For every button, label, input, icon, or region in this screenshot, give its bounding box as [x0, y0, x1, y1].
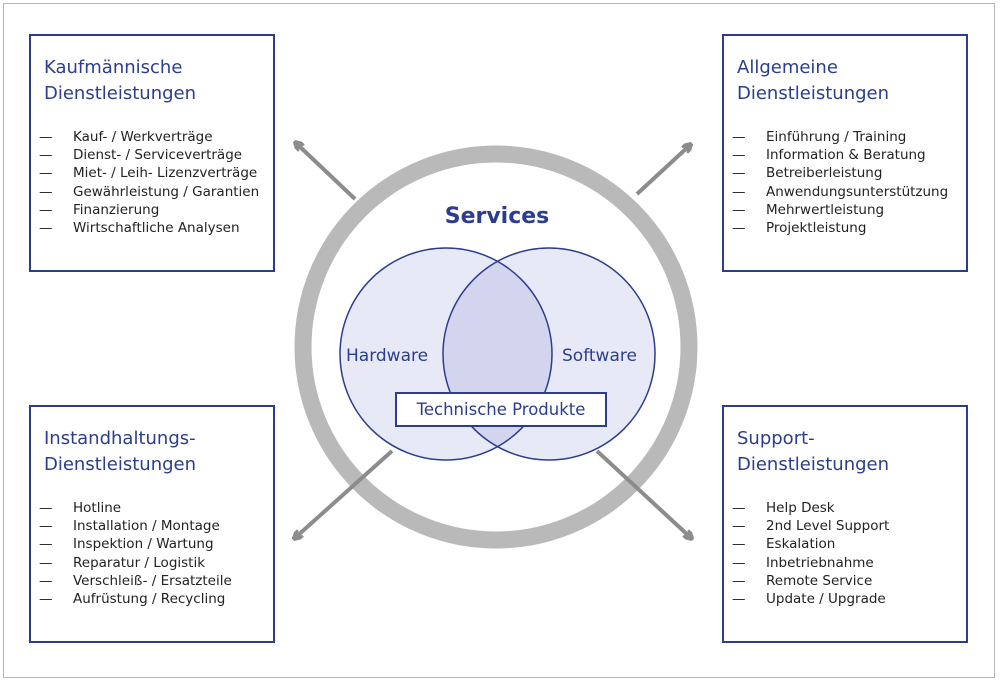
general-services-title: Allgemeine Dienstleistungen: [737, 57, 890, 104]
list-item-text: Miet- / Leih- Lizenzverträge: [73, 165, 258, 182]
list-item: — Dienst- / Serviceverträge: [39, 146, 259, 164]
list-dash: —: [39, 591, 53, 608]
list-dash: —: [39, 536, 53, 553]
list-item-text: Anwendungsunterstützung: [766, 183, 949, 200]
list-dash: —: [39, 165, 53, 182]
list-item: — Remote Service: [732, 572, 889, 590]
list-item: — Reparatur / Logistik: [39, 554, 232, 572]
list-item-text: Verschleiß- / Ersatzteile: [73, 572, 232, 589]
list-item: — 2nd Level Support: [732, 517, 889, 535]
commercial-services-list: — Kauf- / Werkverträge — Dienst- / Servicev…: [39, 128, 259, 237]
list-item-text: Update / Upgrade: [766, 591, 886, 608]
list-item: — Inbetriebnahme: [732, 554, 889, 572]
list-dash: —: [732, 500, 746, 516]
list-item-text: Dienst- / Serviceverträge: [73, 147, 243, 164]
general-services-box: Allgemeine Dienstleistungen — Einführung …: [722, 34, 968, 272]
list-item: — Einführung / Training: [732, 128, 948, 146]
list-item-text: Inbetriebnahme: [766, 554, 874, 571]
list-item: — Mehrwertleistung: [732, 201, 948, 219]
arrow-bottom-right: [595, 449, 690, 537]
list-dash: —: [39, 500, 53, 516]
arrow-top-left: [297, 144, 357, 201]
list-dash: —: [732, 572, 746, 589]
list-item: — Eskalation: [732, 535, 889, 553]
list-item: — Inspektion / Wartung: [39, 535, 232, 553]
list-item: — Hotline: [39, 499, 232, 517]
list-dash: —: [732, 536, 746, 553]
list-dash: —: [732, 201, 746, 218]
technical-products-label: Technische Produkte: [416, 400, 586, 419]
list-item: — Miet- / Leih- Lizenzverträge: [39, 164, 259, 182]
list-item-text: Mehrwertleistung: [766, 201, 885, 218]
list-item: — Gewährleistung / Garantien: [39, 183, 259, 201]
list-dash: —: [39, 554, 53, 571]
list-item-text: Hotline: [73, 500, 122, 516]
list-item: — Wirtschaftliche Analysen: [39, 219, 259, 237]
list-item-text: Wirtschaftliche Analysen: [73, 220, 240, 237]
list-item: — Update / Upgrade: [732, 590, 889, 608]
list-dash: —: [39, 220, 53, 237]
list-item-text: Information & Beratung: [766, 147, 926, 164]
list-dash: —: [732, 518, 746, 535]
list-item-text: Kauf- / Werkverträge: [73, 129, 213, 145]
list-dash: —: [732, 591, 746, 608]
list-dash: —: [732, 183, 746, 200]
technical-products-box: Technische Produkte: [395, 392, 607, 427]
list-dash: —: [732, 147, 746, 164]
list-item-text: Eskalation: [766, 536, 836, 553]
list-dash: —: [39, 183, 53, 200]
list-item-text: Remote Service: [766, 572, 873, 589]
support-services-box: Support- Dienstleistungen — Help Desk — 2nd…: [722, 405, 968, 643]
list-item: — Finanzierung: [39, 201, 259, 219]
list-dash: —: [39, 201, 53, 218]
arrow-top-right: [635, 146, 689, 196]
list-item: — Help Desk: [732, 499, 889, 517]
list-item: — Kauf- / Werkverträge: [39, 128, 259, 146]
list-item: — Verschleiß- / Ersatzteile: [39, 572, 232, 590]
list-item-text: 2nd Level Support: [766, 518, 890, 535]
list-item-text: Gewährleistung / Garantien: [73, 183, 260, 200]
arrow-bottom-left: [296, 449, 394, 537]
list-item: — Anwendungsunterstützung: [732, 183, 948, 201]
list-dash: —: [732, 129, 746, 145]
maintenance-services-title: Instandhaltungs- Dienstleistungen: [44, 428, 197, 475]
support-services-title: Support- Dienstleistungen: [737, 428, 890, 475]
list-item-text: Projektleistung: [766, 220, 867, 237]
list-item: — Betreiberleistung: [732, 164, 948, 182]
list-dash: —: [39, 572, 53, 589]
list-dash: —: [732, 220, 746, 237]
list-item-text: Betreiberleistung: [766, 165, 883, 182]
list-dash: —: [732, 554, 746, 571]
hardware-circle-outline: [339, 247, 553, 461]
maintenance-services-list: — Hotline — Installation / Montage — Inspekti…: [39, 499, 232, 608]
list-item: — Aufrüstung / Recycling: [39, 590, 232, 608]
commercial-services-title: Kaufmännische Dienstleistungen: [44, 57, 197, 104]
general-services-list: — Einführung / Training — Information & Ber…: [732, 128, 948, 237]
software-label: Software: [562, 346, 637, 366]
commercial-services-box: Kaufmännische Dienstleistungen — Kauf- / …: [29, 34, 275, 272]
list-dash: —: [39, 518, 53, 535]
software-circle-outline: [442, 247, 656, 461]
services-title: Services: [444, 204, 550, 229]
list-dash: —: [39, 129, 53, 145]
list-item-text: Inspektion / Wartung: [73, 536, 214, 553]
list-item-text: Einführung / Training: [766, 129, 907, 145]
list-item-text: Aufrüstung / Recycling: [73, 591, 226, 608]
list-item-text: Finanzierung: [73, 201, 160, 218]
list-dash: —: [39, 147, 53, 164]
list-item: — Installation / Montage: [39, 517, 232, 535]
list-item-text: Help Desk: [766, 500, 835, 516]
services-ring: [294, 145, 698, 549]
list-item-text: Reparatur / Logistik: [73, 554, 206, 571]
maintenance-services-box: Instandhaltungs- Dienstleistungen — Hotli…: [29, 405, 275, 643]
list-item: — Information & Beratung: [732, 146, 948, 164]
list-dash: —: [732, 165, 746, 182]
hardware-label: Hardware: [346, 346, 429, 366]
list-item: — Projektleistung: [732, 219, 948, 237]
list-item-text: Installation / Montage: [73, 518, 220, 535]
support-services-list: —Help Desk—2nd Level Support—Eskalation—…: [732, 499, 889, 608]
